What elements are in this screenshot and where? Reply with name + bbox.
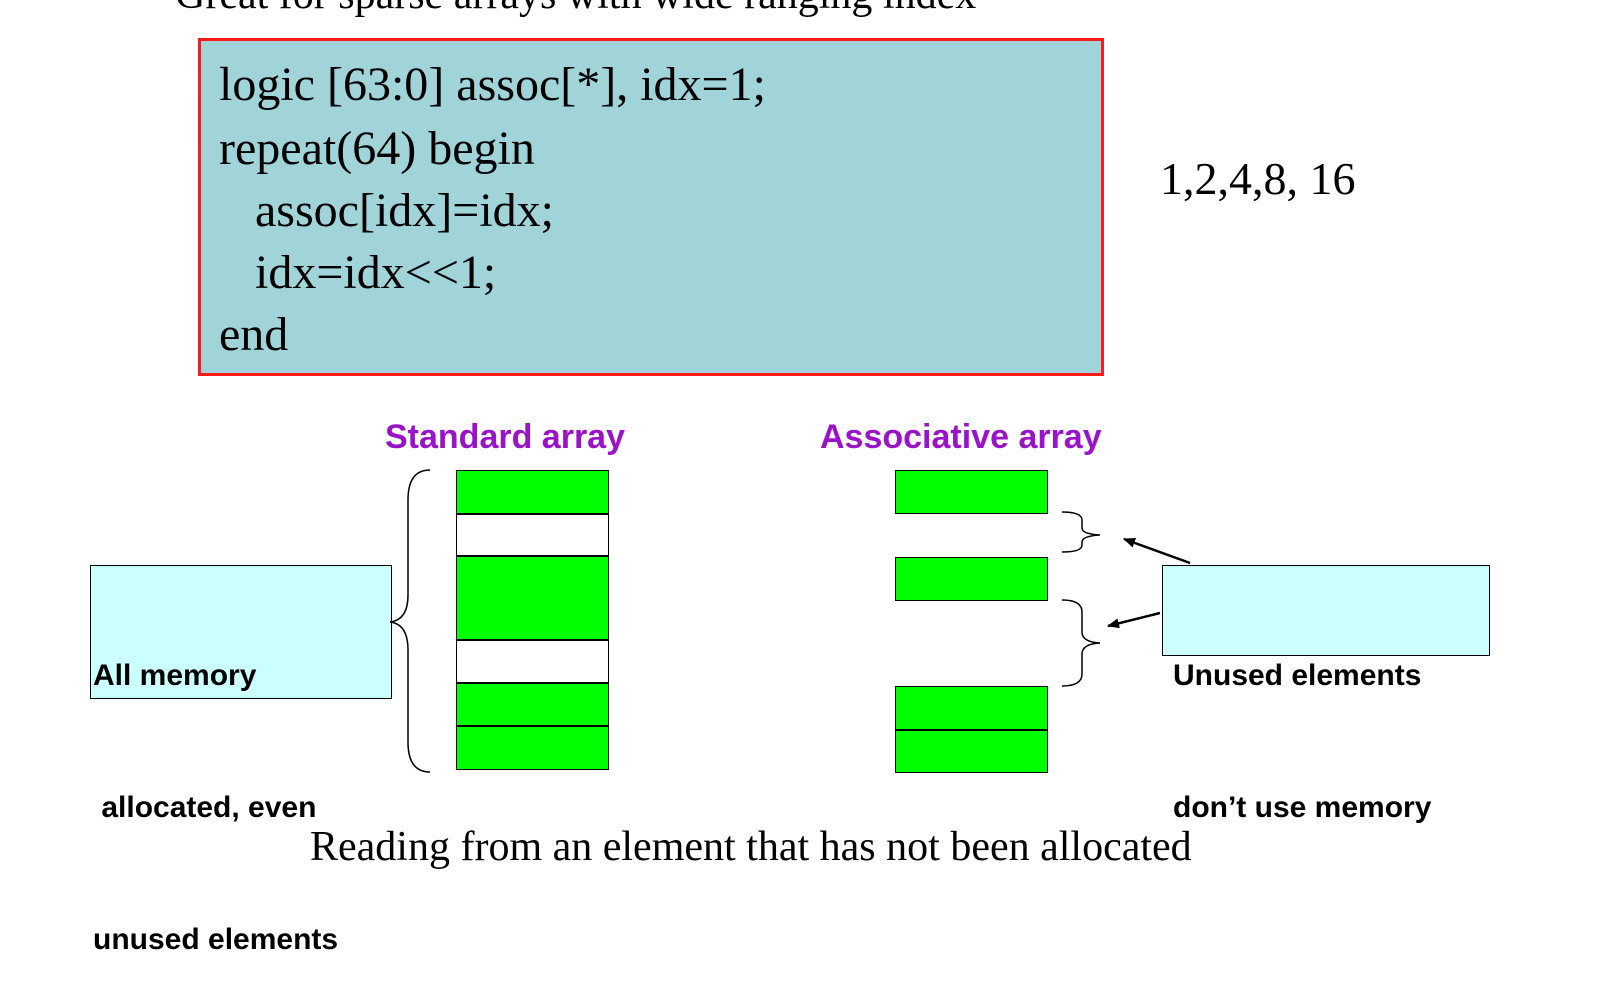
slide-top-text: Great for sparse arrays with wide rangin… <box>175 0 976 16</box>
associative-gap-brace <box>1061 599 1101 687</box>
code-line: logic [63:0] assoc[*], idx=1; <box>219 58 766 111</box>
standard-array-cell-used <box>456 726 609 770</box>
code-block: logic [63:0] assoc[*], idx=1; repeat(64)… <box>198 38 1104 376</box>
standard-array-brace <box>389 469 431 773</box>
callout-arrow <box>1107 611 1161 629</box>
standard-array-cell-unused <box>456 640 609 683</box>
associative-array-callout: Unused elements don’t use memory <box>1162 565 1490 824</box>
standard-array-cell-used <box>456 470 609 514</box>
associative-array-cell <box>895 557 1048 601</box>
index-sequence: 1,2,4,8, 16 <box>1160 153 1356 204</box>
associative-gap-brace <box>1061 511 1101 553</box>
standard-array-cell-used <box>456 683 609 726</box>
callout-line: unused elements <box>93 923 339 956</box>
code-line: assoc[idx]=idx; <box>219 184 555 237</box>
standard-array-cell-used <box>456 556 609 640</box>
associative-array-cell <box>895 686 1048 730</box>
code-line: idx=idx<<1; <box>219 246 497 299</box>
diagram-connectors <box>389 469 1191 773</box>
callout-line: allocated, even <box>93 791 317 824</box>
standard-array-cell-unused <box>456 514 609 556</box>
callout-line: Unused elements <box>1173 659 1422 692</box>
code-line: repeat(64) begin <box>219 122 535 175</box>
associative-array-cell <box>895 470 1048 514</box>
slide-bottom-text: Reading from an element that has not bee… <box>310 824 1192 870</box>
callout-line: All memory <box>93 659 257 692</box>
callout-arrow <box>1123 537 1191 565</box>
associative-array-cell <box>895 730 1048 773</box>
standard-array-title: Standard array <box>385 418 625 456</box>
code-line: end <box>219 308 289 361</box>
callout-line: don’t use memory <box>1173 791 1432 824</box>
associative-array-title: Associative array <box>820 418 1102 456</box>
